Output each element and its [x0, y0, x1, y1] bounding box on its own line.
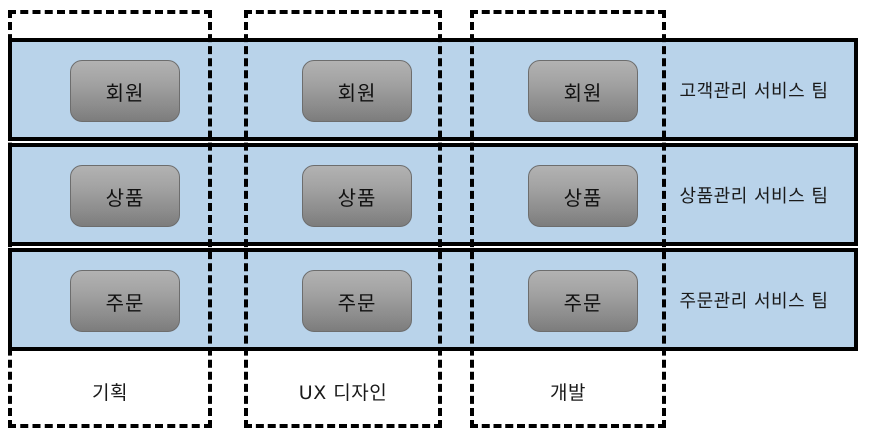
node-label: 회원 — [105, 80, 145, 105]
service-lane-order: 주문 주문 주문 주문관리 서비스 팀 — [8, 248, 858, 351]
node-customer-planning[interactable]: 회원 — [70, 60, 180, 122]
node-label: 주문 — [337, 290, 377, 315]
service-lane-customer: 회원 회원 회원 고객관리 서비스 팀 — [8, 38, 858, 141]
phase-label-ux-design: UX 디자인 — [298, 381, 388, 404]
node-label: 상품 — [563, 185, 603, 210]
service-lane-product: 상품 상품 상품 상품관리 서비스 팀 — [8, 143, 858, 246]
node-label: 주문 — [563, 290, 603, 315]
phase-label-development: 개발 — [550, 381, 586, 404]
node-order-dev[interactable]: 주문 — [528, 270, 638, 332]
node-customer-ux[interactable]: 회원 — [302, 60, 412, 122]
lane-title-customer: 고객관리 서비스 팀 — [679, 80, 829, 102]
node-label: 상품 — [337, 185, 377, 210]
node-product-dev[interactable]: 상품 — [528, 165, 638, 227]
node-label: 상품 — [105, 185, 145, 210]
node-product-planning[interactable]: 상품 — [70, 165, 180, 227]
node-label: 회원 — [563, 80, 603, 105]
node-label: 주문 — [105, 290, 145, 315]
phase-label-planning: 기획 — [92, 381, 128, 404]
lane-title-order: 주문관리 서비스 팀 — [679, 290, 829, 312]
lane-title-product: 상품관리 서비스 팀 — [679, 185, 829, 207]
node-order-planning[interactable]: 주문 — [70, 270, 180, 332]
node-product-ux[interactable]: 상품 — [302, 165, 412, 227]
node-label: 회원 — [337, 80, 377, 105]
node-customer-dev[interactable]: 회원 — [528, 60, 638, 122]
node-order-ux[interactable]: 주문 — [302, 270, 412, 332]
